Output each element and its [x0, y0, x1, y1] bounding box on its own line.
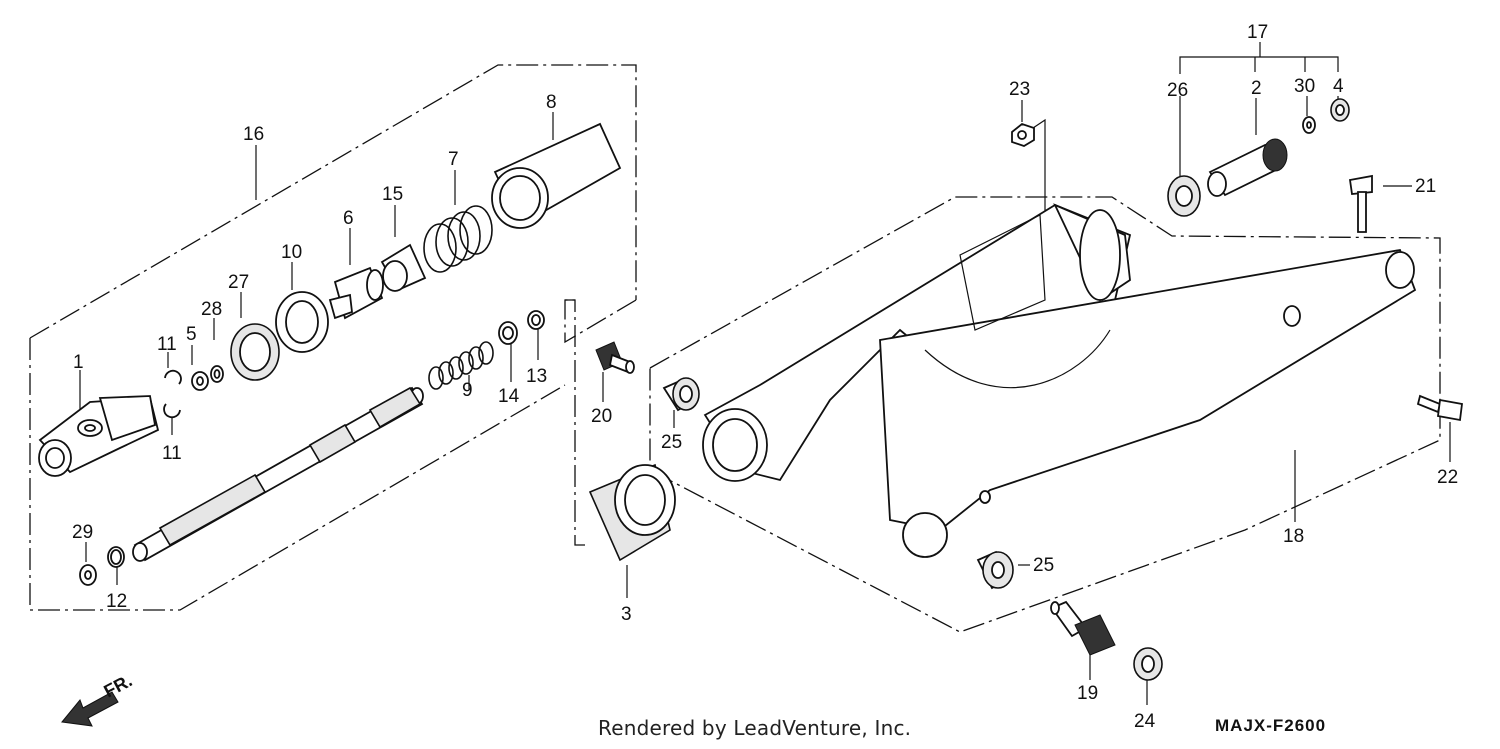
group-outline-driveshaft: [29, 64, 637, 611]
bolt-22: [1416, 394, 1463, 422]
pivot-bolt-right: [1050, 600, 1116, 656]
callout-4: 4: [1333, 76, 1344, 97]
callout-3: 3: [621, 604, 632, 625]
leader-lines: [79, 42, 1451, 705]
final-drive-parts: [1167, 98, 1350, 217]
callout-26: 26: [1167, 80, 1188, 101]
callout-14: 14: [498, 386, 520, 407]
callout-28: 28: [201, 299, 222, 320]
diagram-code: MAJX-F2600: [1215, 716, 1327, 735]
callout-17: 17: [1247, 22, 1268, 43]
callout-27: 27: [228, 272, 249, 293]
nut-23: [1011, 122, 1035, 147]
group-outline-swingarm: [649, 196, 1441, 633]
callout-labels: 1 2 3 4 5 6 7 8 9 10 11 11 12 13 14 15 1…: [72, 22, 1458, 732]
callout-1: 1: [73, 352, 84, 373]
callout-19: 19: [1077, 683, 1098, 704]
bearing-upper: [662, 377, 700, 412]
group-outline-boot-bracket: [565, 299, 585, 546]
small-spring: [428, 341, 494, 390]
washers-13-14: [498, 310, 545, 345]
callout-22: 22: [1437, 467, 1458, 488]
callout-6: 6: [343, 208, 354, 229]
callout-12: 12: [106, 591, 127, 612]
credit-text: Rendered by LeadVenture, Inc.: [598, 716, 912, 740]
callout-11-lower: 11: [162, 443, 182, 464]
callout-16: 16: [243, 124, 264, 145]
callout-8: 8: [546, 92, 557, 113]
oil-seal: [230, 323, 280, 381]
callout-25-upper: 25: [661, 432, 682, 453]
collar: [380, 243, 427, 292]
callout-21: 21: [1415, 176, 1436, 197]
small-rings: [79, 365, 224, 586]
damper-spring: [423, 205, 493, 273]
drive-boot: [588, 463, 676, 562]
bearing-lower: [976, 550, 1014, 590]
callout-9: 9: [462, 380, 473, 401]
drive-shaft: [132, 386, 424, 562]
o-ring-large: [275, 291, 329, 353]
callout-7: 7: [448, 149, 459, 170]
callout-10: 10: [281, 242, 302, 263]
callout-25-lower: 25: [1033, 555, 1054, 576]
bolt-21: [1348, 174, 1373, 233]
callout-15: 15: [382, 184, 403, 205]
callout-2: 2: [1251, 78, 1262, 99]
callout-20: 20: [591, 406, 612, 427]
callout-23: 23: [1009, 79, 1030, 100]
universal-joint: [38, 395, 160, 477]
front-direction-arrow: FR.: [61, 670, 135, 727]
callout-11-upper: 11: [157, 334, 177, 355]
cam-joint: [328, 266, 384, 320]
callout-30: 30: [1294, 76, 1315, 97]
lock-nut: [1133, 647, 1163, 681]
callout-13: 13: [526, 366, 547, 387]
shaft-cover: [491, 122, 622, 229]
callout-24: 24: [1134, 711, 1156, 732]
callout-18: 18: [1283, 526, 1304, 547]
pivot-bolt-left: [595, 341, 635, 374]
swingarm: [702, 203, 1417, 558]
callout-5: 5: [186, 324, 197, 345]
callout-29: 29: [72, 522, 93, 543]
